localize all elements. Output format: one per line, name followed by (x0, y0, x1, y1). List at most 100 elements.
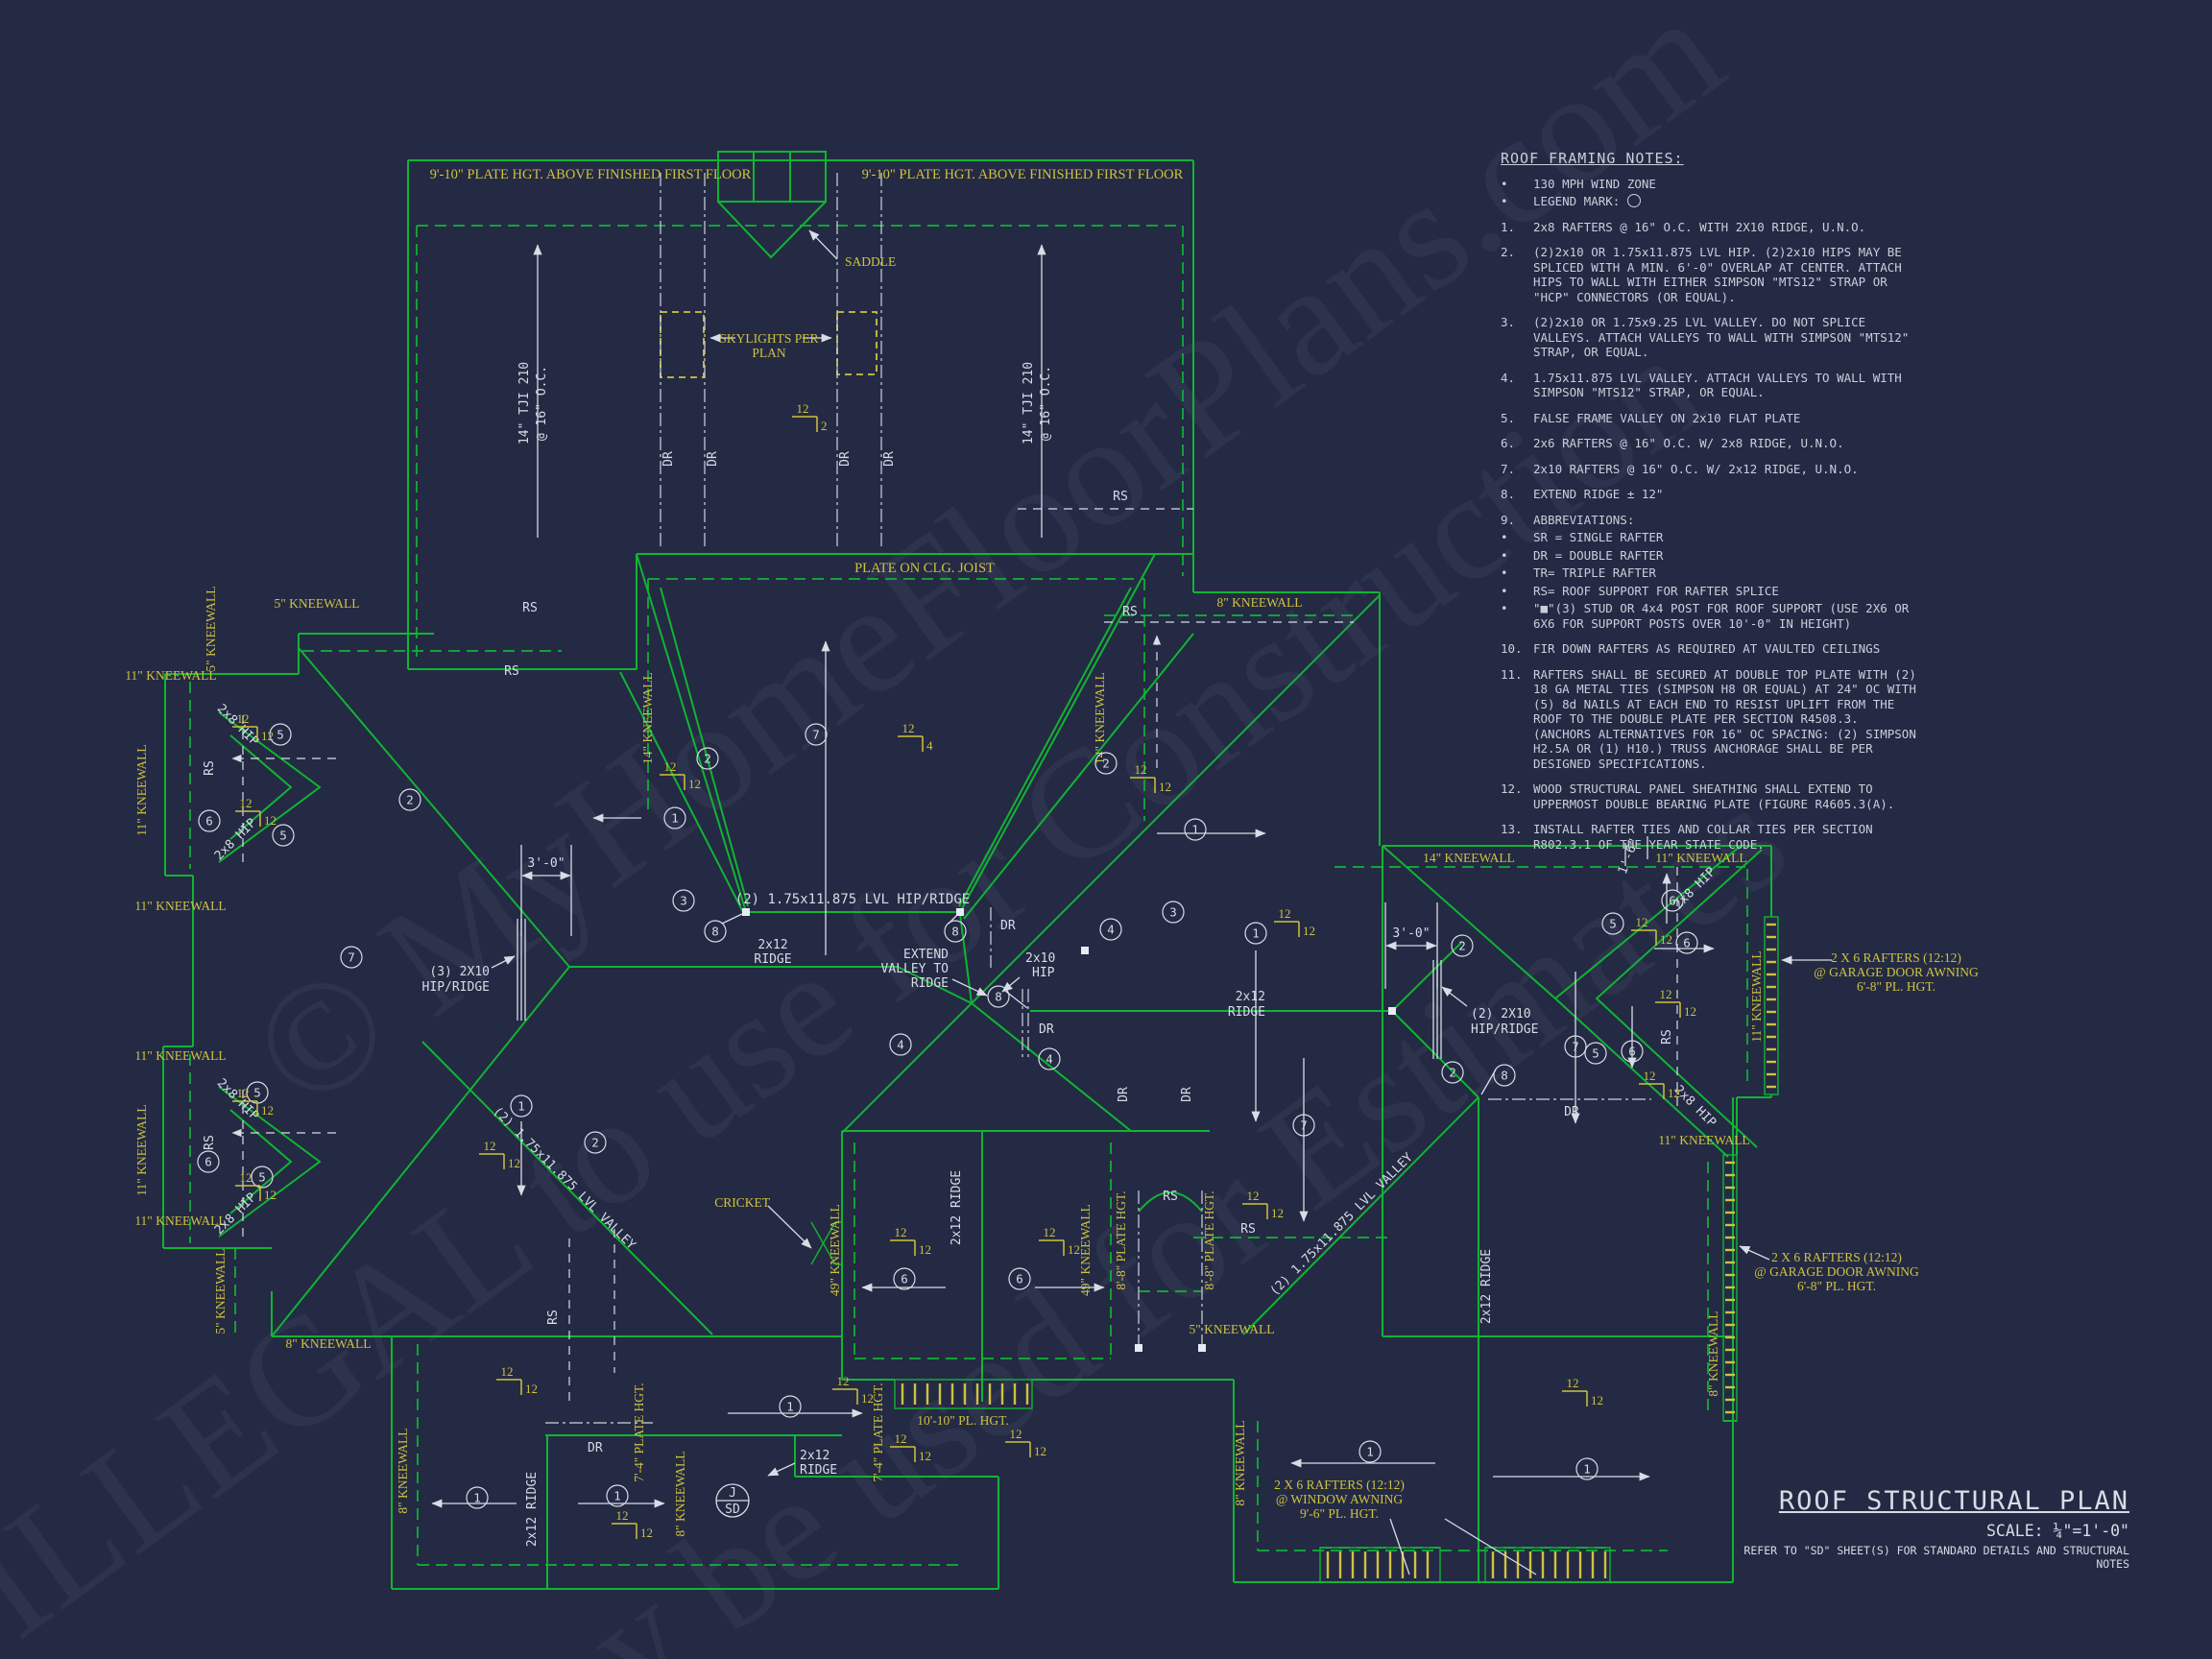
rafter-type-callout: 1 (466, 1486, 489, 1509)
kneewall-label: 5" KNEEWALL (213, 1248, 228, 1334)
kneewall-label: 14" KNEEWALL (1093, 672, 1107, 764)
svg-text:12: 12 (902, 721, 915, 735)
dr-label: DR (1564, 1105, 1579, 1119)
kneewall-label: 5" KNEEWALL (204, 586, 218, 671)
note-item: 5.FALSE FRAME VALLEY ON 2x10 FLAT PLATE (1501, 410, 1801, 425)
window-awning-note-b: @ WINDOW AWNING (1276, 1492, 1404, 1506)
rafter-type-callout: 3 (672, 889, 695, 912)
slope-marker: 122 (792, 401, 828, 433)
cricket-shape (810, 1221, 842, 1265)
svg-text:12: 12 (919, 1449, 931, 1463)
svg-text:1: 1 (1583, 1462, 1591, 1477)
white-linework: J SD (231, 173, 1832, 1575)
svg-text:2: 2 (1102, 757, 1110, 771)
notes-heading: ROOF FRAMING NOTES: (1501, 150, 1684, 167)
svg-text:12: 12 (616, 1508, 629, 1523)
svg-text:8: 8 (995, 990, 1002, 1004)
plate-height-note-right: 9'-10" PLATE HGT. ABOVE FINISHED FIRST F… (862, 167, 1184, 182)
garage-awning-note-2a: 2 X 6 RAFTERS (12:12) (1771, 1250, 1902, 1264)
roof-framing-notes: ROOF FRAMING NOTES: •130 MPH WIND ZONE•L… (1501, 150, 1919, 852)
rafter-type-callout: 8 (1493, 1064, 1516, 1087)
rs-label: RS (522, 601, 538, 615)
dr-label: DR (588, 1441, 603, 1455)
awning-strips (894, 916, 1779, 1583)
svg-text:12: 12 (501, 1364, 514, 1379)
kneewall-label: 8" KNEEWALL (1706, 1310, 1720, 1396)
kneewall-label: 49" KNEEWALL (1078, 1204, 1093, 1296)
kneewall-label: 14" KNEEWALL (640, 672, 655, 764)
window-awning-1 (1319, 1547, 1441, 1583)
gable-eave-strip (894, 1379, 1033, 1409)
dim-3ft: 3'-0" (1392, 926, 1430, 941)
svg-text:7: 7 (812, 728, 820, 742)
skylights-label-1: SKYLIGHTS PER (719, 331, 818, 346)
rafter-type-callout: 1 (779, 1395, 802, 1418)
ridge-2x12-label-a: 2x12 (757, 938, 787, 952)
garage-door-awning-2 (1722, 1154, 1738, 1422)
hip-ridge-2ply-label-a: (2) 2X10 (1471, 1007, 1531, 1022)
note-item: 11.RAFTERS SHALL BE SECURED AT DOUBLE TO… (1501, 666, 1916, 771)
svg-text:12: 12 (1068, 1242, 1080, 1257)
window-awning-note-c: 9'-6" PL. HGT. (1300, 1506, 1379, 1521)
ridge-2x12-label-b: RIDGE (754, 952, 791, 967)
svg-text:6: 6 (901, 1272, 908, 1286)
dr-label: DR (661, 451, 676, 467)
window-awning-note-a: 2 X 6 RAFTERS (12:12) (1274, 1478, 1405, 1492)
svg-text:12: 12 (1591, 1393, 1603, 1407)
dr-label: DR (882, 451, 897, 467)
svg-text:12: 12 (1271, 1206, 1284, 1220)
svg-text:12: 12 (1010, 1427, 1022, 1441)
rafter-type-callout: 8 (704, 920, 727, 943)
rs-label: RS (546, 1310, 561, 1325)
svg-text:12: 12 (1135, 762, 1147, 777)
extend-valley-label-2: VALLEY TO (881, 962, 950, 976)
window-awning-2 (1484, 1547, 1611, 1583)
svg-text:12: 12 (919, 1242, 931, 1257)
rs-label: RS (1163, 1190, 1178, 1204)
tji-label: 14" TJI 210 (1022, 362, 1036, 445)
svg-text:12: 12 (797, 401, 809, 416)
svg-text:12: 12 (240, 796, 252, 810)
svg-text:12: 12 (1644, 1069, 1656, 1083)
svg-text:6: 6 (204, 1155, 212, 1169)
rafter-type-callout: 2 (398, 788, 421, 811)
svg-text:6: 6 (1669, 894, 1676, 908)
svg-text:12: 12 (264, 813, 276, 828)
extend-valley-label-3: RIDGE (911, 976, 949, 991)
svg-text:3: 3 (680, 894, 687, 908)
garage-awning-note-2b: @ GARAGE DOOR AWNING (1754, 1264, 1919, 1279)
plate-height-note-left: 9'-10" PLATE HGT. ABOVE FINISHED FIRST F… (430, 167, 752, 182)
svg-text:12: 12 (1034, 1444, 1046, 1458)
svg-text:5: 5 (1592, 1046, 1599, 1061)
svg-text:1: 1 (1252, 926, 1260, 941)
kneewall-label: 14" KNEEWALL (1423, 851, 1515, 865)
garage-door-awning-1 (1764, 916, 1779, 1095)
rafter-type-callout: 5 (251, 1166, 274, 1189)
garage-awning-note-1a: 2 X 6 RAFTERS (12:12) (1831, 950, 1961, 965)
rafter-type-callout: 5 (272, 824, 295, 847)
garage-awning-note-1c: 6'-8" PL. HGT. (1857, 979, 1936, 994)
saddle-shape (717, 151, 827, 259)
svg-text:2: 2 (704, 752, 711, 766)
slope-marker: 12 12 (232, 1086, 274, 1118)
note-item: 12.WOOD STRUCTURAL PANEL SHEATHING SHALL… (1501, 781, 1895, 811)
rafter-type-callout: 2 (584, 1131, 607, 1154)
tji-label: 14" TJI 210 (517, 362, 532, 445)
svg-text:4: 4 (926, 738, 933, 753)
svg-text:12: 12 (261, 1103, 274, 1118)
svg-text:12: 12 (525, 1382, 538, 1396)
svg-text:12: 12 (264, 1188, 276, 1202)
svg-text:12: 12 (484, 1139, 496, 1153)
svg-text:12: 12 (1660, 987, 1672, 1001)
svg-text:1: 1 (671, 811, 679, 826)
rafter-type-callout: 6 (1661, 889, 1684, 912)
svg-text:5: 5 (258, 1170, 266, 1185)
kneewall-label: 8" KNEEWALL (396, 1428, 410, 1513)
svg-text:12: 12 (237, 1086, 250, 1100)
kneewall-label: 8" KNEEWALL (1233, 1420, 1247, 1505)
garage-awning-note-1b: @ GARAGE DOOR AWNING (1814, 965, 1979, 979)
